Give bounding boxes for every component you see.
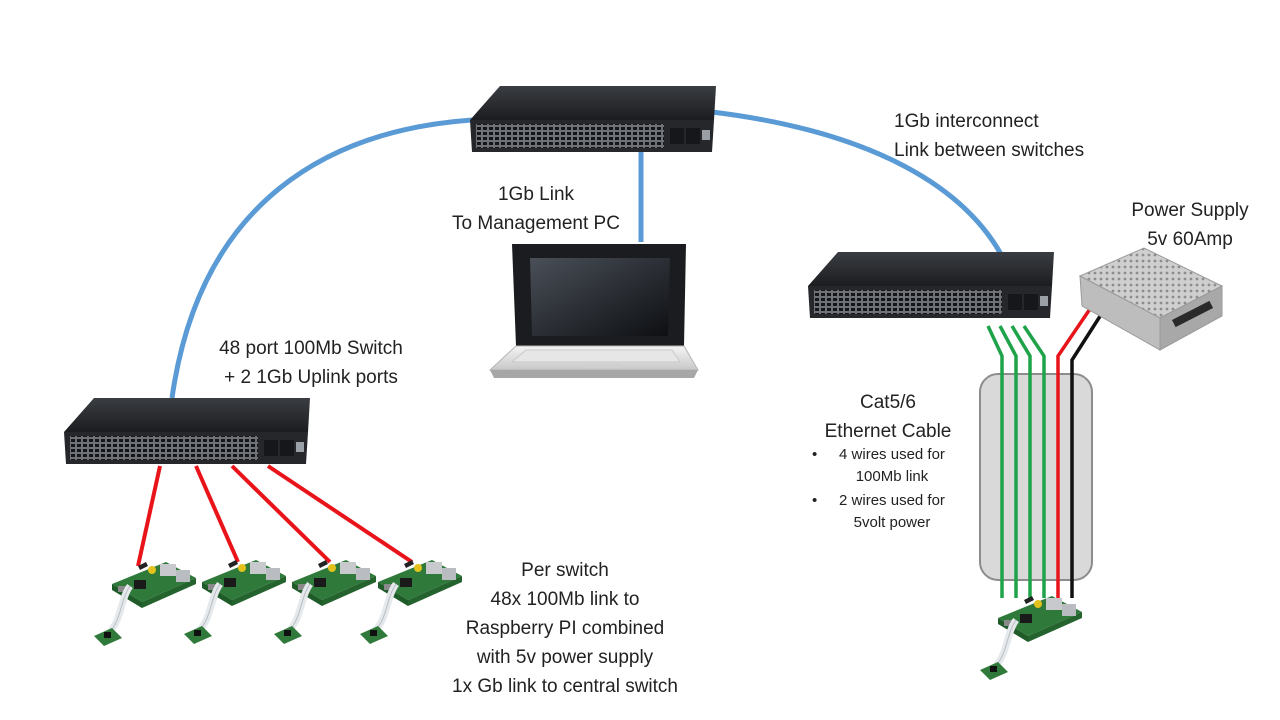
management-link-label: 1Gb Link To Management PC bbox=[452, 184, 620, 234]
power-wire-negative bbox=[1070, 309, 1106, 598]
network-switch-icon bbox=[808, 252, 1054, 318]
cable-bullet: • 2 wires used for 5volt power bbox=[812, 492, 945, 531]
raspberry-pi-icon bbox=[94, 562, 196, 646]
power-supply-label: Power Supply 5v 60Amp bbox=[1131, 200, 1249, 250]
cable-label: Cat5/6 Ethernet Cable bbox=[824, 392, 952, 442]
laptop-icon bbox=[488, 244, 699, 378]
pi-links bbox=[136, 464, 414, 567]
cable-bullet: • 4 wires used for 100Mb link bbox=[812, 446, 945, 485]
data-wires bbox=[986, 325, 1046, 598]
switch-description-label: 48 port 100Mb Switch + 2 1Gb Uplink port… bbox=[219, 338, 403, 388]
network-switch-icon bbox=[470, 86, 716, 152]
interconnect-label: 1Gb interconnect Link between switches bbox=[894, 111, 1085, 161]
gb-link-right bbox=[711, 109, 1005, 258]
gb-link-left bbox=[169, 117, 473, 399]
power-wire-positive bbox=[1056, 305, 1094, 598]
raspberry-pi-icon bbox=[184, 560, 286, 644]
raspberry-pi-icon bbox=[274, 560, 376, 644]
per-switch-label: Per switch 48x 100Mb link to Raspberry P… bbox=[452, 560, 678, 697]
ethernet-cable-sheath bbox=[979, 373, 1093, 581]
power-supply-icon bbox=[1078, 247, 1224, 351]
raspberry-pi-icon bbox=[980, 596, 1082, 680]
network-switch-icon bbox=[64, 398, 310, 464]
